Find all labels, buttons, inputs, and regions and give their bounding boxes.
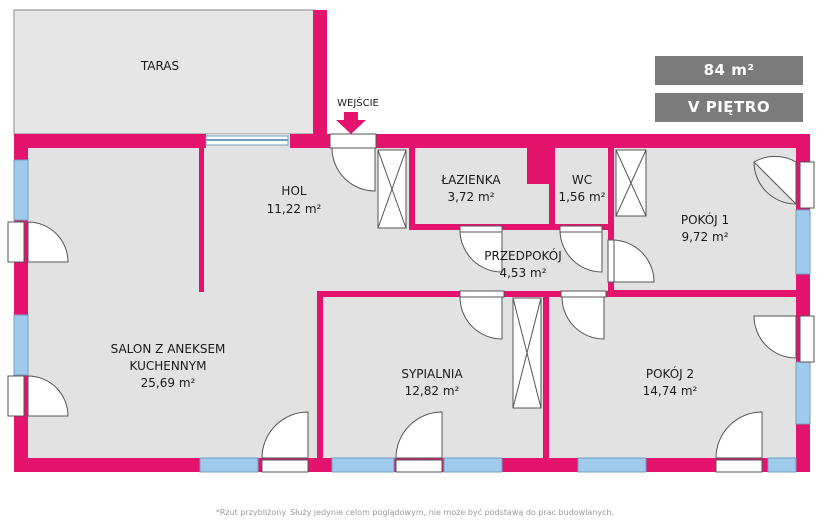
room-name-przedpokoj: PRZEDPOKÓJ <box>484 248 562 263</box>
room-area-salon: 25,69 m² <box>141 376 196 390</box>
room-name-wc: WC <box>572 173 592 187</box>
footnote: *Rzut przybliżony. Służy jedynie celom p… <box>215 508 615 517</box>
room-name-sypialnia: SYPIALNIA <box>401 367 463 381</box>
terrace-area <box>13 9 315 135</box>
area-badge: 84 m² <box>655 56 803 85</box>
room-name-lazienka: ŁAZIENKA <box>440 173 501 187</box>
room-name-salon: SALON Z ANEKSEM <box>111 342 226 356</box>
room-name-hol: HOL <box>281 184 306 198</box>
room-area-pokoj1: 9,72 m² <box>681 230 728 244</box>
room-area-wc: 1,56 m² <box>558 190 605 204</box>
doors <box>7 133 815 473</box>
room-area-pokoj2: 14,74 m² <box>643 384 698 398</box>
room-area-przedpokoj: 4,53 m² <box>499 266 546 280</box>
room-name-pokoj1: POKÓJ 1 <box>681 212 729 227</box>
room-area-hol: 11,22 m² <box>267 202 322 216</box>
room-name2-salon: KUCHENNYM <box>130 359 207 373</box>
entrance-label: WEJŚCIE <box>337 96 379 109</box>
closets <box>377 149 647 409</box>
room-name-pokoj2: POKÓJ 2 <box>646 366 694 381</box>
room-area-lazienka: 3,72 m² <box>447 190 494 204</box>
terrace-label: TARAS <box>140 59 179 73</box>
room-area-sypialnia: 12,82 m² <box>405 384 460 398</box>
entrance-arrow-icon <box>336 112 366 134</box>
floor-badge: V PIĘTRO <box>655 93 803 122</box>
